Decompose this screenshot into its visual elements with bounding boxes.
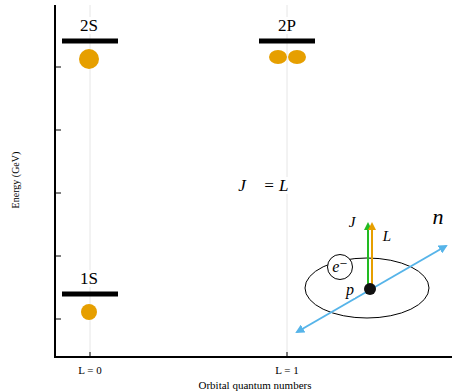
y-axis — [54, 5, 56, 358]
proton-label: p — [345, 282, 355, 298]
axis-title: Energy (GeV) — [11, 151, 21, 210]
j-vector — [367, 224, 369, 288]
p-orbital — [269, 50, 306, 64]
vector-label: L — [382, 229, 392, 244]
energy-level — [62, 292, 118, 297]
level-label: 2P — [277, 17, 297, 34]
energy-level — [62, 39, 118, 44]
tick-label: L = 1 — [274, 365, 300, 376]
particle-label: e⁻ — [332, 259, 348, 275]
l-vector — [371, 224, 373, 288]
electron-circle: e⁻ — [327, 254, 353, 280]
tick-label: L = 0 — [77, 365, 103, 376]
vector-label: J — [348, 215, 357, 230]
energy-level — [259, 39, 315, 44]
axis-label: n — [432, 206, 445, 228]
proton-dot — [364, 283, 376, 295]
level-label: 2S — [79, 17, 99, 34]
equation-label: J⃗ = L⃗ — [237, 177, 302, 194]
s-orbital — [81, 304, 97, 320]
axis-title: Orbital quantum numbers — [197, 380, 312, 391]
y-ticks — [55, 67, 61, 319]
x-ticks — [90, 352, 287, 357]
level-label: 1S — [79, 270, 99, 287]
s-orbital — [79, 49, 99, 69]
x-axis — [54, 356, 452, 358]
